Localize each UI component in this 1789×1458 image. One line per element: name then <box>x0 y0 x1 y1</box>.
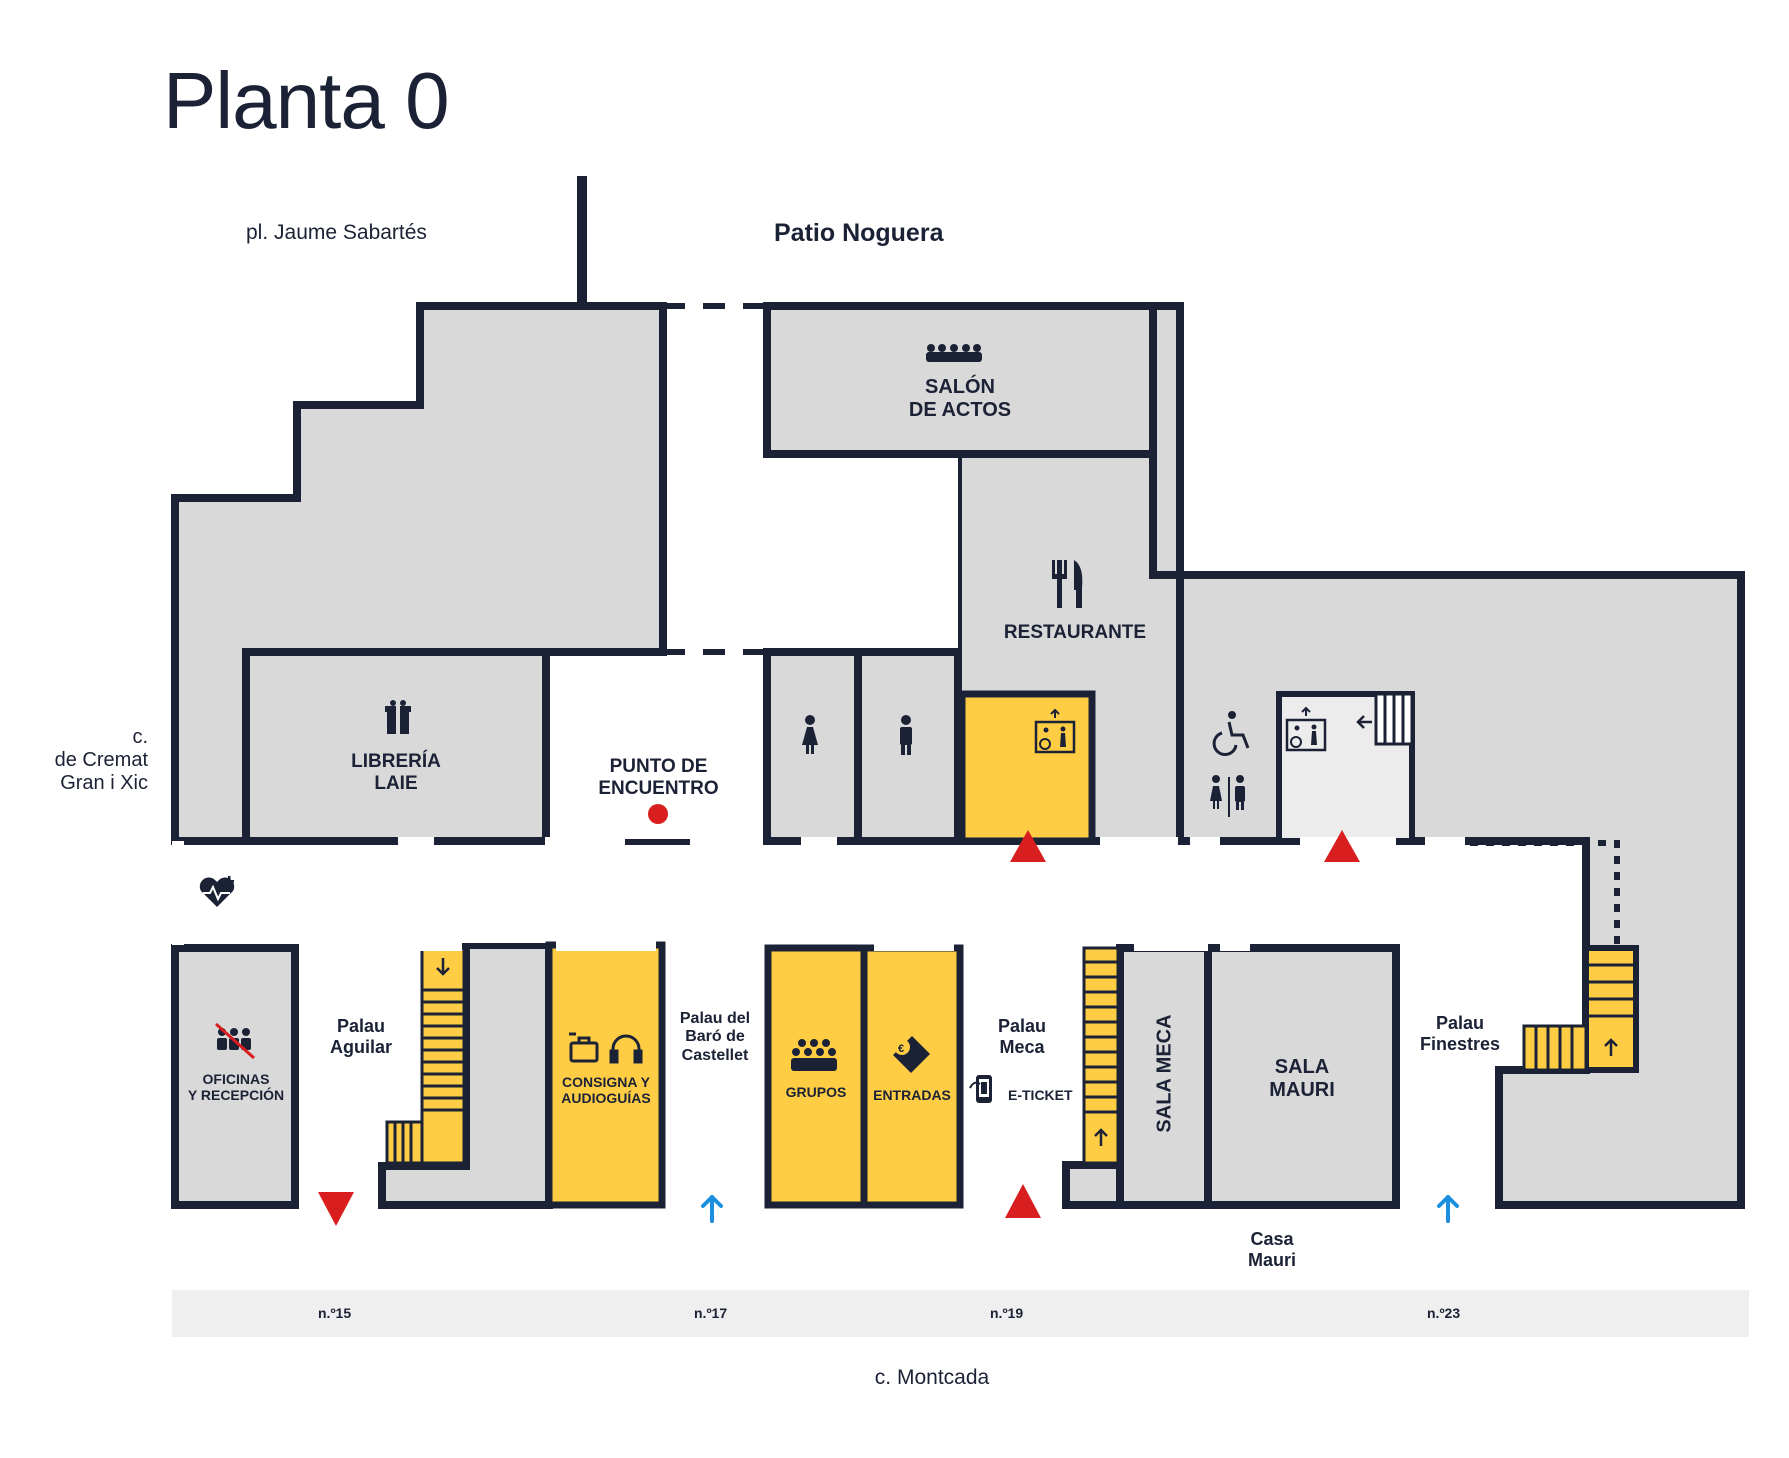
heart-plus-icon <box>199 876 235 907</box>
room-sala-meca-label: SALA MECA <box>1153 1014 1176 1133</box>
palau-aguilar-label: Palau Aguilar <box>329 1016 392 1057</box>
stairs <box>385 692 1639 1165</box>
toilets-icon <box>1210 775 1245 817</box>
room-consigna-label: CONSIGNA Y AUDIOGUÍAS <box>561 1074 651 1107</box>
casa-mauri-label: Casa Mauri <box>1247 1229 1296 1270</box>
euro-ticket-icon: € <box>893 1036 930 1073</box>
luggage-icon <box>569 1032 599 1063</box>
auditorium-seats-icon <box>926 344 982 362</box>
street-south-label: c. Montcada <box>874 1366 990 1389</box>
room-libreria-label: LIBRERÍA LAIE <box>351 751 441 794</box>
stair-up-arrow-icon <box>1094 1128 1108 1146</box>
yellow-rooms <box>545 690 1096 1209</box>
red-markers <box>318 804 1360 1226</box>
mobile-ticket-icon <box>969 1075 992 1103</box>
doors <box>172 837 1465 951</box>
eticket-label: E-TICKET <box>1008 1087 1073 1103</box>
street-number: n.º17 <box>694 1305 728 1321</box>
icons: € <box>199 344 1618 1146</box>
room-sala-meca <box>1116 944 1212 1209</box>
palau-finestres-label: Palau Finestres <box>1419 1013 1501 1054</box>
walls <box>577 176 1620 945</box>
exit-arrow-icon <box>318 1192 354 1226</box>
room-salon-label: SALÓN DE ACTOS <box>908 376 1012 421</box>
street-west-label: c. de Cremat Gran i Xic <box>54 726 148 794</box>
room-oficinas-label: OFICINAS Y RECEPCIÓN <box>187 1071 285 1104</box>
palau-meca-label: Palau Meca <box>997 1016 1047 1057</box>
room-sala-mauri <box>1204 944 1400 1209</box>
street-number: n.º15 <box>318 1305 352 1321</box>
group-people-icon <box>791 1039 837 1071</box>
corridor <box>180 845 1580 943</box>
street-number: n.º23 <box>1427 1305 1461 1321</box>
room-grupos <box>764 944 868 1209</box>
room-wc-men <box>854 648 962 845</box>
street-band <box>172 1290 1749 1337</box>
entrance-arrow-icon <box>1437 1195 1459 1223</box>
room-entradas <box>860 944 964 1209</box>
gift-icon <box>385 700 411 734</box>
entrance-arrow-icon <box>1005 1184 1041 1218</box>
room-entradas-label: ENTRADAS <box>873 1087 951 1103</box>
street-plaza-label: pl. Jaume Sabartés <box>246 221 427 244</box>
room-grupos-label: GRUPOS <box>785 1084 847 1100</box>
room-sala-mauri-label: SALA MAURI <box>1269 1056 1335 1101</box>
accessible-lift-icon <box>1285 706 1372 752</box>
svg-text:€: € <box>898 1043 904 1055</box>
entrance-arrow-icon <box>701 1195 723 1223</box>
courtyard-label: Patio Noguera <box>774 219 944 247</box>
meeting-point-dot-icon <box>648 804 668 824</box>
room-restaurante-label: RESTAURANTE <box>1003 622 1147 643</box>
man-toilet-icon <box>900 715 912 755</box>
room-libreria <box>242 648 550 845</box>
punto-encuentro-label: PUNTO DE ENCUENTRO <box>598 756 719 799</box>
no-groups-icon <box>214 1022 256 1060</box>
page-title: Planta 0 <box>163 56 450 145</box>
lift-marker-icon <box>1010 830 1046 862</box>
stair-down-arrow-icon <box>436 958 450 976</box>
blue-arrows <box>701 1195 1459 1223</box>
wheelchair-icon <box>1212 711 1250 757</box>
accessible-lift-icon <box>1034 708 1076 754</box>
room-oficinas <box>171 944 299 1209</box>
fork-knife-icon <box>1052 560 1083 608</box>
palau-baro-label: Palau del Baró de Castellet <box>679 1010 751 1064</box>
headphones-icon <box>609 1034 643 1064</box>
room-lift-restaurante <box>958 690 1096 845</box>
woman-toilet-icon <box>802 715 818 754</box>
street-number: n.º19 <box>990 1305 1024 1321</box>
stair-up-arrow-icon <box>1604 1038 1618 1056</box>
lift-marker-icon <box>1324 830 1360 862</box>
court-north <box>771 458 958 648</box>
